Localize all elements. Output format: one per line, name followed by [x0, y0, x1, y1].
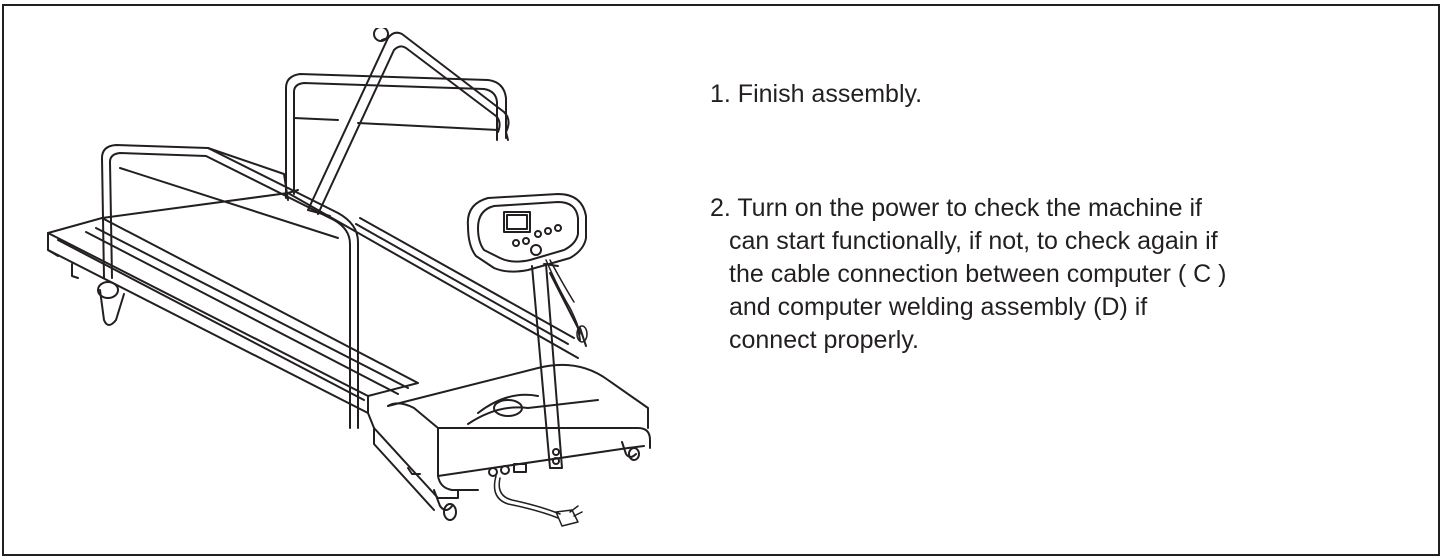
front-wheels: [407, 441, 640, 521]
power-cord: [493, 475, 583, 527]
rear-roller: [47, 232, 125, 326]
console: [466, 193, 587, 273]
step-2-line: can start functionally, if not, to check…: [729, 227, 1218, 255]
step-2-line: 2. Turn on the power to check the machin…: [710, 194, 1202, 222]
step-2-line: the cable connection between computer ( …: [729, 260, 1227, 288]
far-side-rail: [285, 73, 507, 199]
handlebar-arch: [307, 28, 510, 217]
step-1-text: 1. Finish assembly.: [710, 80, 923, 108]
far-rail-track: [101, 189, 579, 359]
instruction-panel: 1. Finish assembly. 2. Turn on the power…: [2, 4, 1440, 556]
near-rail-track: [47, 217, 419, 414]
safety-key: [545, 259, 588, 343]
treadmill-illustration: [38, 28, 678, 538]
step-2-line: and computer welding assembly (D) if: [729, 293, 1148, 321]
step-2-line: connect properly.: [729, 326, 919, 354]
near-side-rail: [101, 144, 359, 429]
motor-hood: [367, 363, 651, 511]
step-2-text: 2. Turn on the power to check the machin…: [710, 192, 1227, 357]
